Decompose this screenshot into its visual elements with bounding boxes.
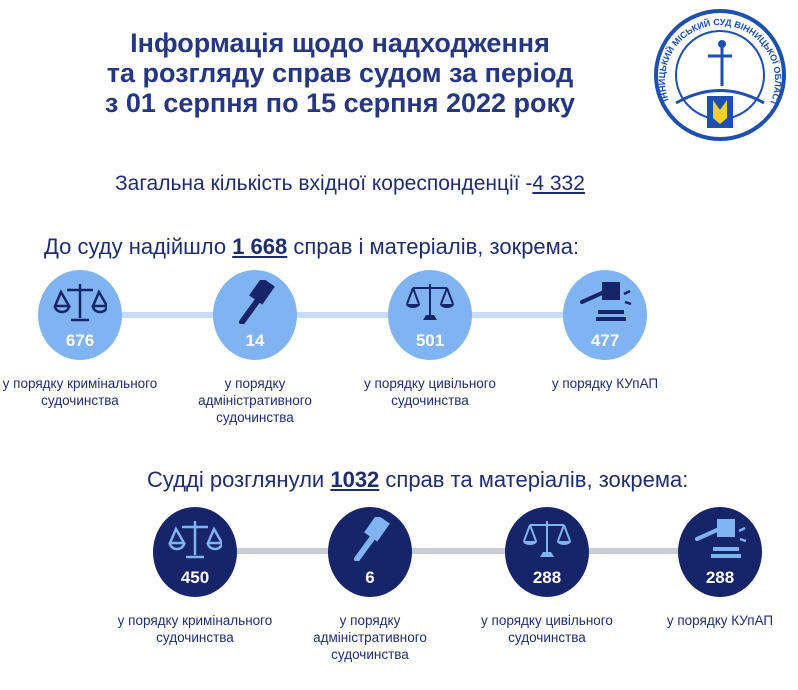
category-count: 14: [245, 330, 265, 350]
received-category-label: у порядку адміністративного судочинства: [198, 376, 312, 425]
title-line: Інформація щодо надходження: [130, 28, 550, 58]
received-category-label: у порядку цивільного судочинства: [364, 376, 496, 408]
considered-line: Судді розглянули 1032 справ та матеріалі…: [147, 467, 688, 493]
balance-icon: [403, 280, 457, 329]
category-count: 501: [415, 330, 445, 350]
category-count: 288: [705, 567, 735, 587]
category-count: 477: [590, 330, 620, 350]
received-line: До суду надійшло 1 668 справ і матеріалі…: [44, 234, 579, 260]
category-count: 450: [180, 567, 210, 587]
court-logo: ВІННИЦЬКИЙ МІСЬКИЙ СУД ВІННИЦЬКОЇ ОБЛАСТ…: [647, 0, 790, 148]
connector-line: [195, 548, 720, 554]
received-category-circle: 676: [38, 270, 122, 360]
considered-category-circle: 288: [678, 507, 762, 597]
category-count: 676: [65, 330, 95, 350]
received-prefix: До суду надійшло: [44, 234, 233, 259]
considered-category-circle: 6: [328, 507, 412, 597]
received-suffix: справ і матеріалів, зокрема:: [287, 234, 580, 259]
considered-category-label: у порядку кримінального судочинства: [117, 613, 273, 645]
correspondence-line: Загальна кількість вхідної кореспонденці…: [115, 172, 585, 196]
correspondence-label: Загальна кількість вхідної кореспонденці…: [115, 172, 533, 195]
title-line: та розгляду справ судом за період: [106, 58, 574, 88]
considered-category-label: у порядку цивільного судочинства: [481, 613, 613, 645]
gavel-strike-icon: [578, 280, 632, 329]
category-count: 288: [532, 567, 562, 587]
received-category-circle: 14: [213, 270, 297, 360]
gavel-strike-icon: [693, 517, 747, 566]
title-line: з 01 серпня по 15 серпня 2022 року: [104, 88, 576, 118]
correspondence-value: 4 332: [532, 172, 585, 195]
balance-icon: [520, 517, 574, 566]
considered-category-circle: 450: [153, 507, 237, 597]
received-category-circle: 477: [563, 270, 647, 360]
received-category-label: у порядку КУпАП: [551, 376, 659, 391]
considered-category-label: у порядку адміністративного судочинства: [313, 613, 427, 662]
scales-icon: [53, 280, 110, 329]
received-category-circle: 501: [388, 270, 472, 360]
received-category-label: у порядку кримінального судочинства: [2, 376, 158, 408]
page-title: Інформація щодо надходження та розгляду …: [60, 28, 620, 118]
gavel-icon: [228, 276, 282, 329]
considered-category-label: у порядку КУпАП: [666, 613, 774, 628]
considered-prefix: Судді розглянули: [147, 467, 331, 492]
gavel-icon: [343, 513, 397, 566]
considered-category-circle: 288: [505, 507, 589, 597]
scales-icon: [168, 517, 225, 566]
considered-suffix: справ та матеріалів, зокрема:: [379, 467, 689, 492]
received-total: 1 668: [232, 234, 288, 259]
connector-line: [80, 312, 605, 318]
category-count: 6: [365, 567, 375, 587]
considered-total: 1032: [330, 467, 380, 492]
